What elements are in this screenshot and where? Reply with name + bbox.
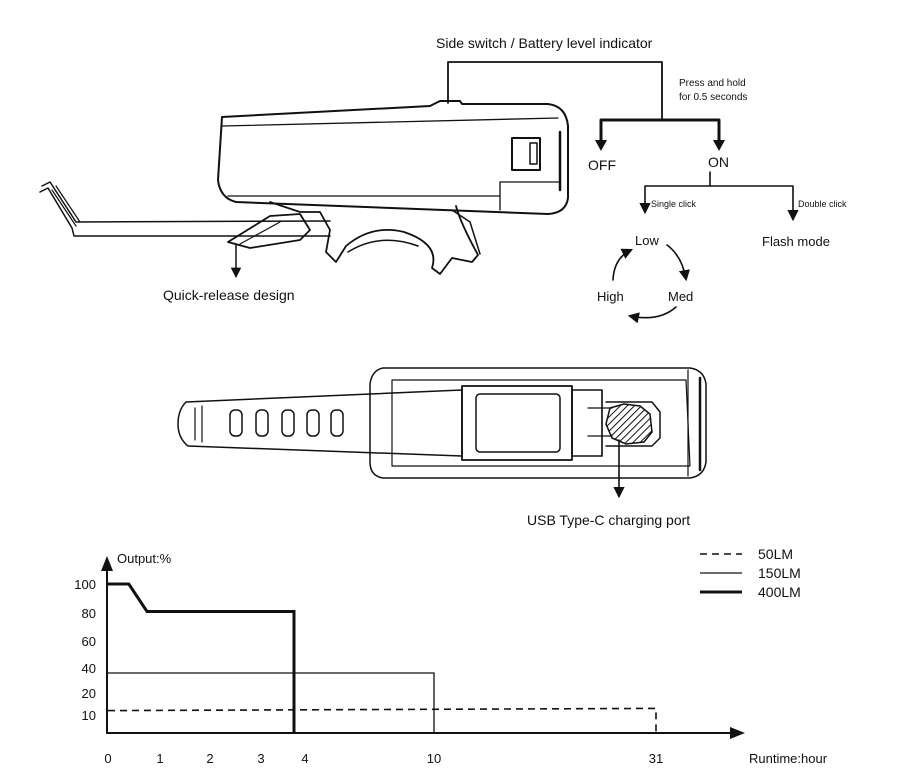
press-hold-line2: for 0.5 seconds <box>679 92 747 103</box>
quick-release-label: Quick-release design <box>163 287 295 303</box>
x-tick-label: 4 <box>301 751 308 766</box>
x-tick-label: 10 <box>427 751 441 766</box>
legend-label: 400LM <box>758 584 801 600</box>
legend-label: 50LM <box>758 546 793 562</box>
off-arrow-icon <box>595 140 607 151</box>
usb-label: USB Type-C charging port <box>527 512 690 528</box>
off-label: OFF <box>588 157 616 173</box>
single-click-label: Single click <box>651 199 697 209</box>
side-switch-label: Side switch / Battery level indicator <box>436 35 653 51</box>
double-click-label: Double click <box>798 199 847 209</box>
y-tick-label: 20 <box>82 686 96 701</box>
mode-med-label: Med <box>668 289 693 304</box>
y-axis-arrow-icon <box>101 556 113 571</box>
mode-low-label: Low <box>635 233 659 248</box>
usb-port-icon <box>605 403 653 445</box>
light-bottom-view <box>177 367 707 499</box>
x-tick-label: 31 <box>649 751 663 766</box>
light-side-view <box>39 100 569 279</box>
x-tick-label: 1 <box>156 751 163 766</box>
series-line-50lm <box>107 707 657 733</box>
on-label: ON <box>708 154 729 170</box>
x-axis-label: Runtime:hour <box>749 751 828 766</box>
y-tick-label: 40 <box>82 661 96 676</box>
x-tick-label: 0 <box>104 751 111 766</box>
y-tick-label: 80 <box>82 606 96 621</box>
press-hold-line1: Press and hold <box>679 78 746 89</box>
series-line-150lm <box>108 672 435 733</box>
x-axis-arrow-icon <box>730 727 745 739</box>
switch-flow-diagram: Side switch / Battery level indicator Pr… <box>436 35 847 324</box>
x-tick-label: 3 <box>257 751 264 766</box>
legend-label: 150LM <box>758 565 801 581</box>
x-tick-label: 2 <box>206 751 213 766</box>
y-tick-label: 10 <box>82 708 96 723</box>
y-axis-label: Output:% <box>117 551 172 566</box>
mode-high-label: High <box>597 289 624 304</box>
flash-mode-label: Flash mode <box>762 234 830 249</box>
y-tick-label: 100 <box>74 577 96 592</box>
series-line-400lm <box>108 582 296 733</box>
y-tick-label: 60 <box>82 634 96 649</box>
on-arrow-icon <box>713 140 725 151</box>
